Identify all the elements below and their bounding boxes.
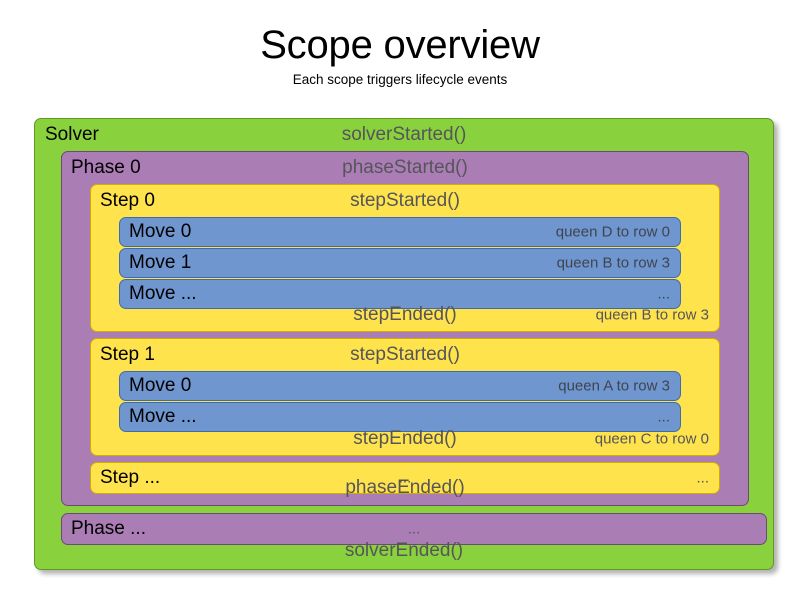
move-value: ... [657,285,670,303]
step-1-move-list: Move 0 queen A to row 3 Move ... ... [119,371,681,433]
move-label: Move 0 [129,221,192,242]
step-ellipsis-label: Step ... [100,467,161,488]
phase-0-ended-event: phaseEnded() [345,477,465,498]
move-label: Move ... [129,406,197,427]
step-ellipsis-scope[interactable]: Step ... ... ... [90,462,720,494]
move-value: queen D to row 0 [555,223,670,241]
page-subtitle: Each scope triggers lifecycle events [292,72,508,87]
step-0-move-list: Move 0 queen D to row 0 Move 1 queen B t… [119,217,681,310]
solver-footer-row: solverEnded() [35,536,773,566]
solver-ended-event: solverEnded() [344,540,464,561]
phase-ellipsis-label: Phase ... [71,518,146,539]
phase-ellipsis-scope[interactable]: Phase ... ... [61,513,767,545]
step-1-header-row: Step 1 stepStarted() [91,340,719,370]
step-1-scope[interactable]: Step 1 stepStarted() Move 0 queen A to r… [90,338,720,456]
move-item[interactable]: Move ... ... [119,279,681,309]
move-item[interactable]: Move 1 queen B to row 3 [119,248,681,278]
step-ellipsis-value: ... [696,469,709,487]
heading: Scope overview Each scope triggers lifec… [0,22,800,89]
solver-header-row: Solver solverStarted() [35,120,773,150]
solver-label: Solver [45,124,99,145]
move-value: ... [657,408,670,426]
step-1-started-event: stepStarted() [350,344,460,365]
phase-0-started-event: phaseStarted() [342,157,468,178]
phase-0-scope[interactable]: Phase 0 phaseStarted() Step 0 stepStarte… [61,151,749,506]
step-0-ended-value: queen B to row 3 [595,306,709,324]
solver-scope[interactable]: Solver solverStarted() Phase 0 phaseStar… [34,118,774,570]
step-0-label: Step 0 [100,190,155,211]
step-0-footer-row: stepEnded() queen B to row 3 [91,300,719,330]
step-1-label: Step 1 [100,344,155,365]
phase-ellipsis-event: ... [407,520,421,538]
step-1-footer-row: stepEnded() queen C to row 0 [91,424,719,454]
move-label: Move ... [129,283,197,304]
step-0-scope[interactable]: Step 0 stepStarted() Move 0 queen D to r… [90,184,720,332]
move-label: Move 1 [129,252,192,273]
move-item[interactable]: Move ... ... [119,402,681,432]
move-value: queen B to row 3 [556,254,670,272]
phase-0-header-row: Phase 0 phaseStarted() [62,153,748,183]
move-label: Move 0 [129,375,192,396]
phase-0-footer-row: phaseEnded() [62,473,748,503]
phase-0-label: Phase 0 [71,157,141,178]
move-item[interactable]: Move 0 queen D to row 0 [119,217,681,247]
move-item[interactable]: Move 0 queen A to row 3 [119,371,681,401]
solver-started-event: solverStarted() [341,124,467,145]
step-1-ended-value: queen C to row 0 [594,430,709,448]
page-title: Scope overview [260,23,540,67]
move-value: queen A to row 3 [558,377,670,395]
step-0-header-row: Step 0 stepStarted() [91,186,719,216]
step-0-started-event: stepStarted() [350,190,460,211]
